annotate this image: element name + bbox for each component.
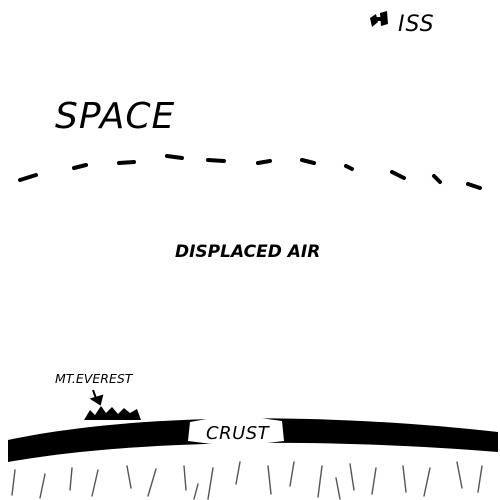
space-label: SPACE	[55, 96, 175, 137]
mantle-layer	[11, 461, 483, 500]
everest-label: MT.EVEREST	[55, 371, 134, 386]
satellite-icon	[370, 11, 388, 27]
iss-label: ISS	[398, 12, 435, 37]
mountain-range	[84, 406, 141, 420]
atmosphere-boundary	[18, 154, 482, 190]
crust-label: CRUST	[206, 423, 271, 444]
displaced-air-label: DISPLACED AIR	[175, 242, 320, 262]
arrow-down-icon	[89, 389, 104, 406]
crust-label-background	[188, 418, 284, 444]
